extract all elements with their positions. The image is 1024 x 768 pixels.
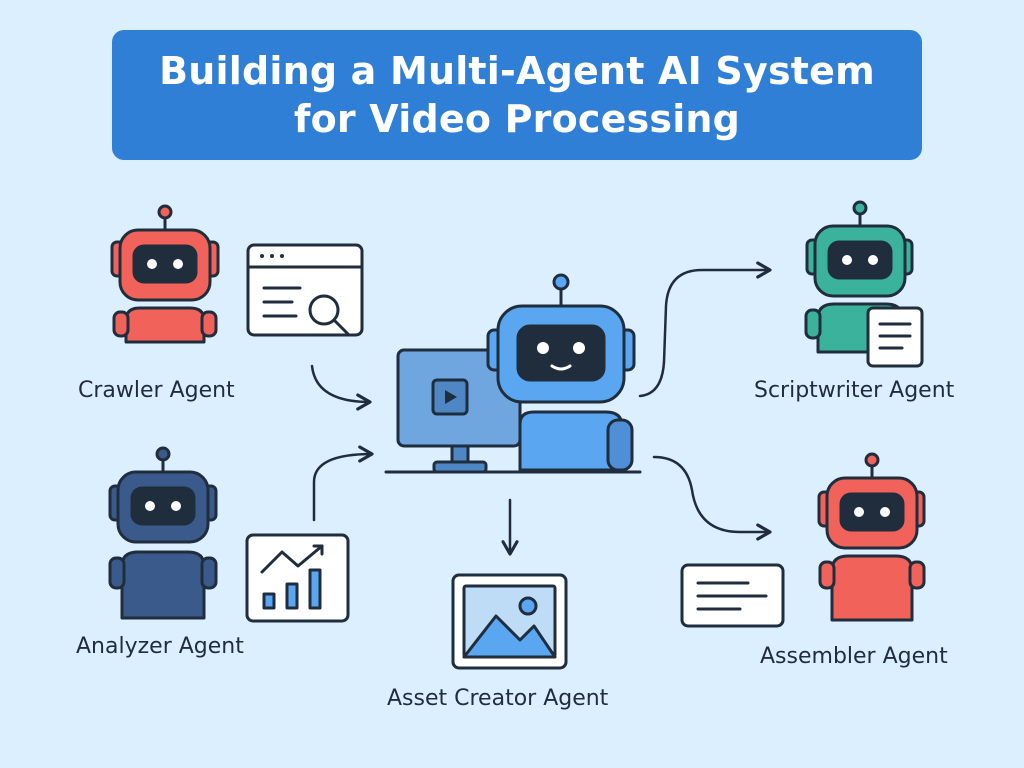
title-banner: Building a Multi-Agent AI System for Vid… bbox=[112, 30, 922, 160]
video-monitor-icon bbox=[396, 348, 522, 474]
arrow-center-to-assembler bbox=[652, 455, 772, 541]
arrow-center-to-scriptwriter bbox=[638, 261, 772, 398]
central-robot-icon bbox=[486, 273, 636, 472]
title-line-1: Building a Multi-Agent AI System bbox=[159, 49, 875, 93]
asset-creator-agent-label: Asset Creator Agent bbox=[387, 686, 609, 711]
arrow-crawler-to-center bbox=[310, 364, 372, 411]
crawler-agent-label: Crawler Agent bbox=[78, 378, 235, 403]
scriptwriter-agent-label: Scriptwriter Agent bbox=[754, 378, 955, 403]
bar-chart-icon bbox=[245, 533, 350, 623]
analyzer-robot-icon bbox=[108, 446, 218, 620]
web-search-icon bbox=[246, 243, 364, 337]
crawler-robot-icon bbox=[110, 204, 220, 344]
document-icon bbox=[866, 306, 924, 368]
flow-arrows bbox=[310, 261, 772, 556]
assembler-robot-icon bbox=[817, 452, 926, 622]
assembler-agent-label: Assembler Agent bbox=[760, 644, 948, 669]
image-icon bbox=[451, 573, 568, 670]
title-line-2: for Video Processing bbox=[293, 97, 741, 141]
arrow-analyzer-to-center bbox=[312, 445, 374, 522]
text-card-icon bbox=[680, 563, 785, 628]
analyzer-agent-label: Analyzer Agent bbox=[76, 634, 244, 659]
